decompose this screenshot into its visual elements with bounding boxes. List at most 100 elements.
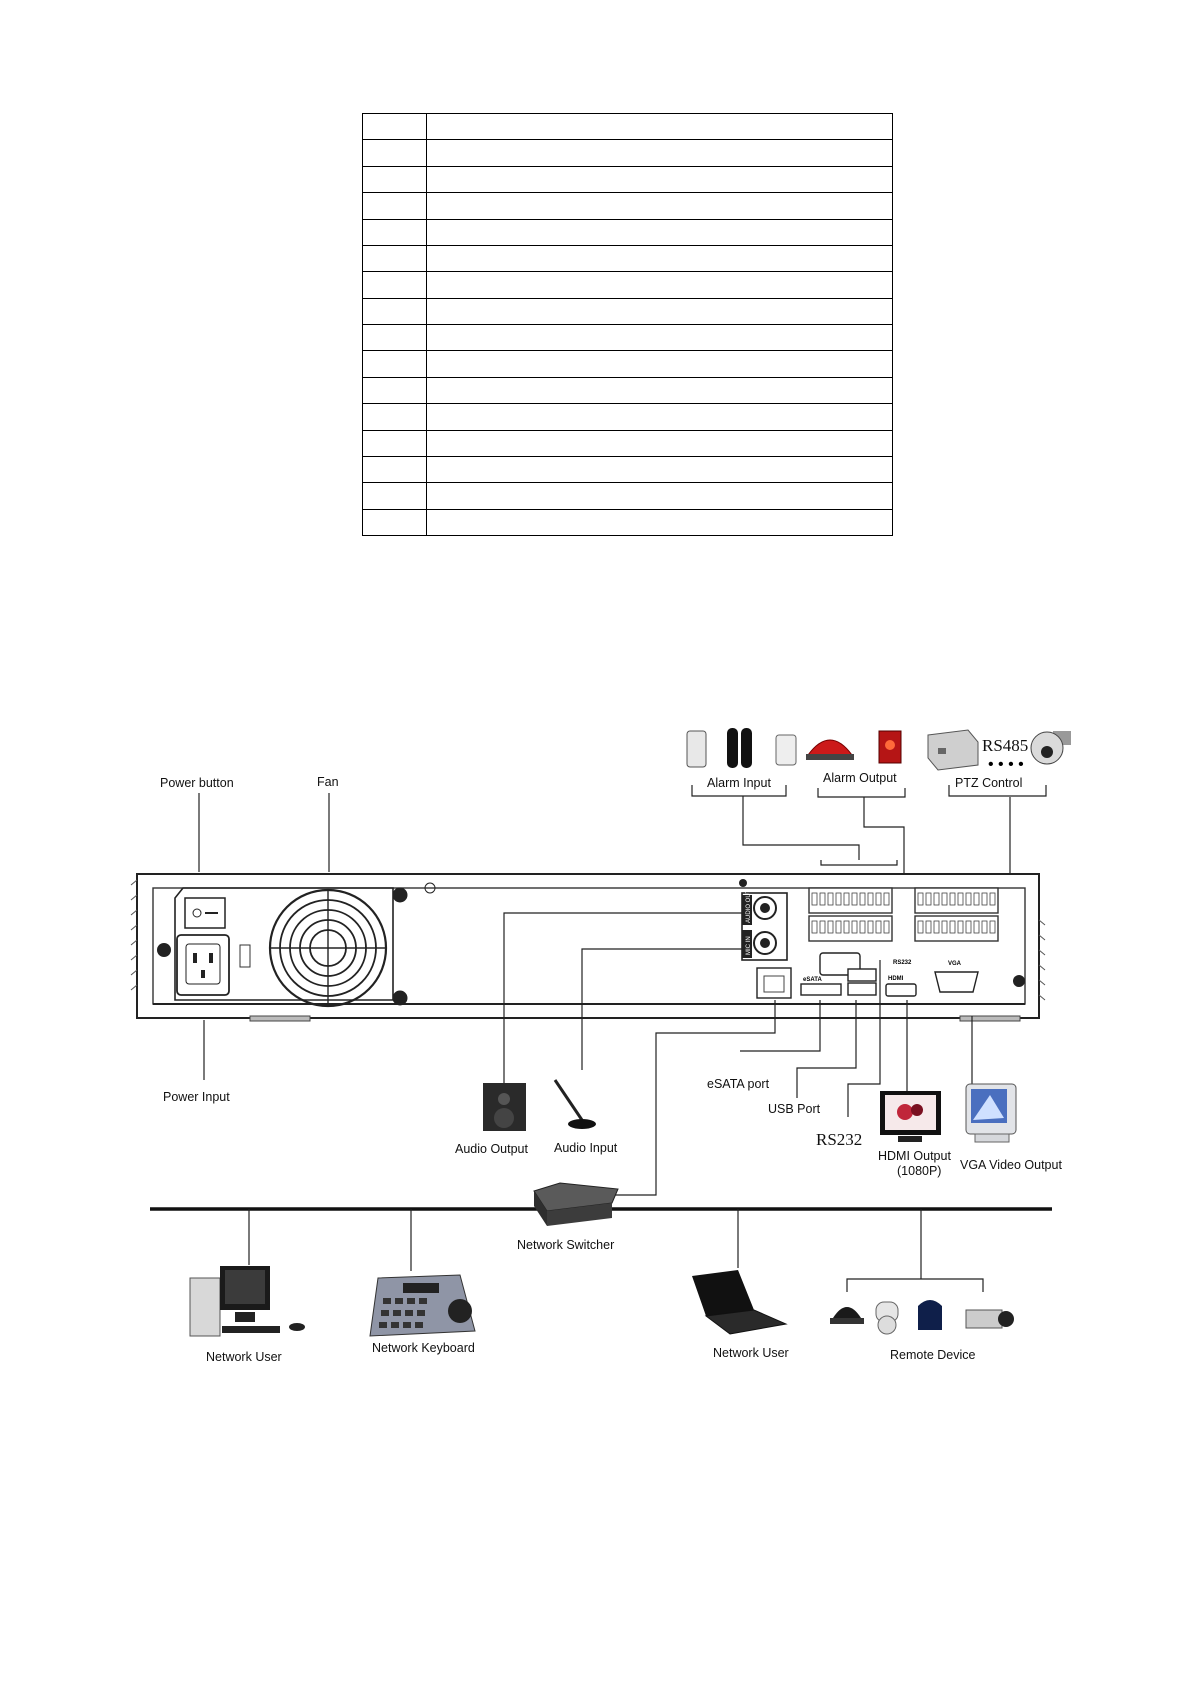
terminal-pin <box>973 892 980 906</box>
table-cell <box>362 350 427 378</box>
table-cell <box>426 165 893 194</box>
desktop-computer-icon <box>189 1266 305 1337</box>
terminal-pin <box>957 920 964 934</box>
hdmi-panel-label: HDMI <box>888 976 904 982</box>
laptop-icon <box>692 1270 788 1335</box>
table-row <box>362 244 893 273</box>
vga-panel-label: VGA <box>948 961 962 967</box>
terminal-pin <box>917 920 924 934</box>
audio-ports: AUDIO OUT MIC IN <box>739 879 788 961</box>
label-network-switcher: Network Switcher <box>517 1238 614 1252</box>
hdmi-port <box>885 983 917 997</box>
remote-camera-icons <box>830 1300 1014 1335</box>
terminal-pin <box>989 892 996 906</box>
terminal-pin <box>933 920 940 934</box>
esata-port <box>800 983 842 996</box>
table-cell <box>426 244 893 273</box>
terminal-pin <box>827 892 834 906</box>
table-row <box>362 218 893 246</box>
terminal-pin <box>859 920 866 934</box>
label-alarm-input: Alarm Input <box>707 776 771 790</box>
table-cell <box>362 244 427 273</box>
leader-usb <box>796 1000 857 1098</box>
specification-table <box>362 112 893 537</box>
table-row <box>362 165 893 194</box>
table-cell <box>362 192 427 220</box>
label-remote-device: Remote Device <box>890 1348 975 1362</box>
table-cell <box>362 218 427 246</box>
nvr-rear-panel <box>130 873 1046 1022</box>
rs485-dots: • • • • <box>988 756 1024 773</box>
alarm-input-split <box>820 860 898 866</box>
rs232-panel-label: RS232 <box>893 960 912 966</box>
terminal-pin <box>835 920 842 934</box>
table-cell <box>362 271 427 299</box>
terminal-pin <box>851 892 858 906</box>
audio-out-panel-label: AUDIO OUT <box>746 889 752 923</box>
label-alarm-output: Alarm Output <box>823 771 897 785</box>
power-switch-icon <box>184 897 226 929</box>
terminal-pin <box>949 892 956 906</box>
label-power-button: Power button <box>160 776 234 790</box>
bracket-remote-device <box>846 1278 984 1292</box>
network-switch-icon <box>533 1182 619 1226</box>
terminal-pin <box>941 920 948 934</box>
terminal-pin <box>811 920 818 934</box>
leader-esata <box>740 1000 821 1052</box>
label-network-user-right: Network User <box>713 1346 789 1360</box>
esata-panel-label: eSATA <box>803 977 822 983</box>
terminal-pin <box>875 892 882 906</box>
terminal-pin <box>933 892 940 906</box>
speed-dome-icon <box>1030 731 1071 765</box>
leader-network <box>610 1000 776 1196</box>
hdmi-monitor-icon <box>880 1091 941 1142</box>
terminal-pin <box>819 892 826 906</box>
terminal-pin <box>965 920 972 934</box>
table-row <box>362 455 893 484</box>
table-cell <box>426 455 893 484</box>
table-cell <box>362 482 427 510</box>
terminal-pin <box>843 920 850 934</box>
label-hdmi-output: HDMI Output <box>878 1149 951 1163</box>
terminal-pin <box>957 892 964 906</box>
terminal-pin <box>851 920 858 934</box>
bracket-alarm-input <box>691 785 787 797</box>
table-row <box>362 192 893 220</box>
io-ports: RS232 eSATA HDMI VGA <box>756 952 1025 999</box>
table-row <box>362 271 893 299</box>
leader-audio-output <box>503 912 742 1083</box>
terminal-pin <box>883 920 890 934</box>
bracket-ptz-control <box>948 785 1047 797</box>
table-row <box>362 297 893 326</box>
power-module <box>157 887 394 1001</box>
leader-audio-input <box>581 948 742 1070</box>
mic-in-panel-label: MIC IN <box>746 936 752 955</box>
label-fan: Fan <box>317 775 339 789</box>
label-rs232: RS232 <box>816 1130 862 1149</box>
terminal-slots <box>811 892 996 934</box>
crt-monitor-icon <box>965 1083 1017 1143</box>
ptz-decoder-icon <box>927 729 979 771</box>
table-cell <box>426 429 893 457</box>
terminal-pin <box>867 920 874 934</box>
table-cell <box>426 508 893 537</box>
terminal-pin <box>965 892 972 906</box>
terminal-pin <box>811 892 818 906</box>
speaker-icon <box>483 1083 526 1131</box>
label-rs485: RS485 <box>982 736 1028 755</box>
alarm-siren-icons <box>806 730 902 764</box>
label-power-input: Power Input <box>163 1090 230 1104</box>
table-cell <box>426 297 893 326</box>
label-ptz-control: PTZ Control <box>955 776 1022 790</box>
fan-icon <box>268 882 436 1008</box>
alarm-sensor-icons <box>686 728 797 768</box>
terminal-pin <box>835 892 842 906</box>
leader-alarm-input <box>742 796 860 860</box>
terminal-pin <box>941 892 948 906</box>
terminal-pin <box>949 920 956 934</box>
microphone-icon <box>553 1079 596 1129</box>
label-audio-input: Audio Input <box>554 1141 618 1155</box>
table-row <box>362 508 893 537</box>
network-keyboard-icon <box>369 1274 476 1337</box>
